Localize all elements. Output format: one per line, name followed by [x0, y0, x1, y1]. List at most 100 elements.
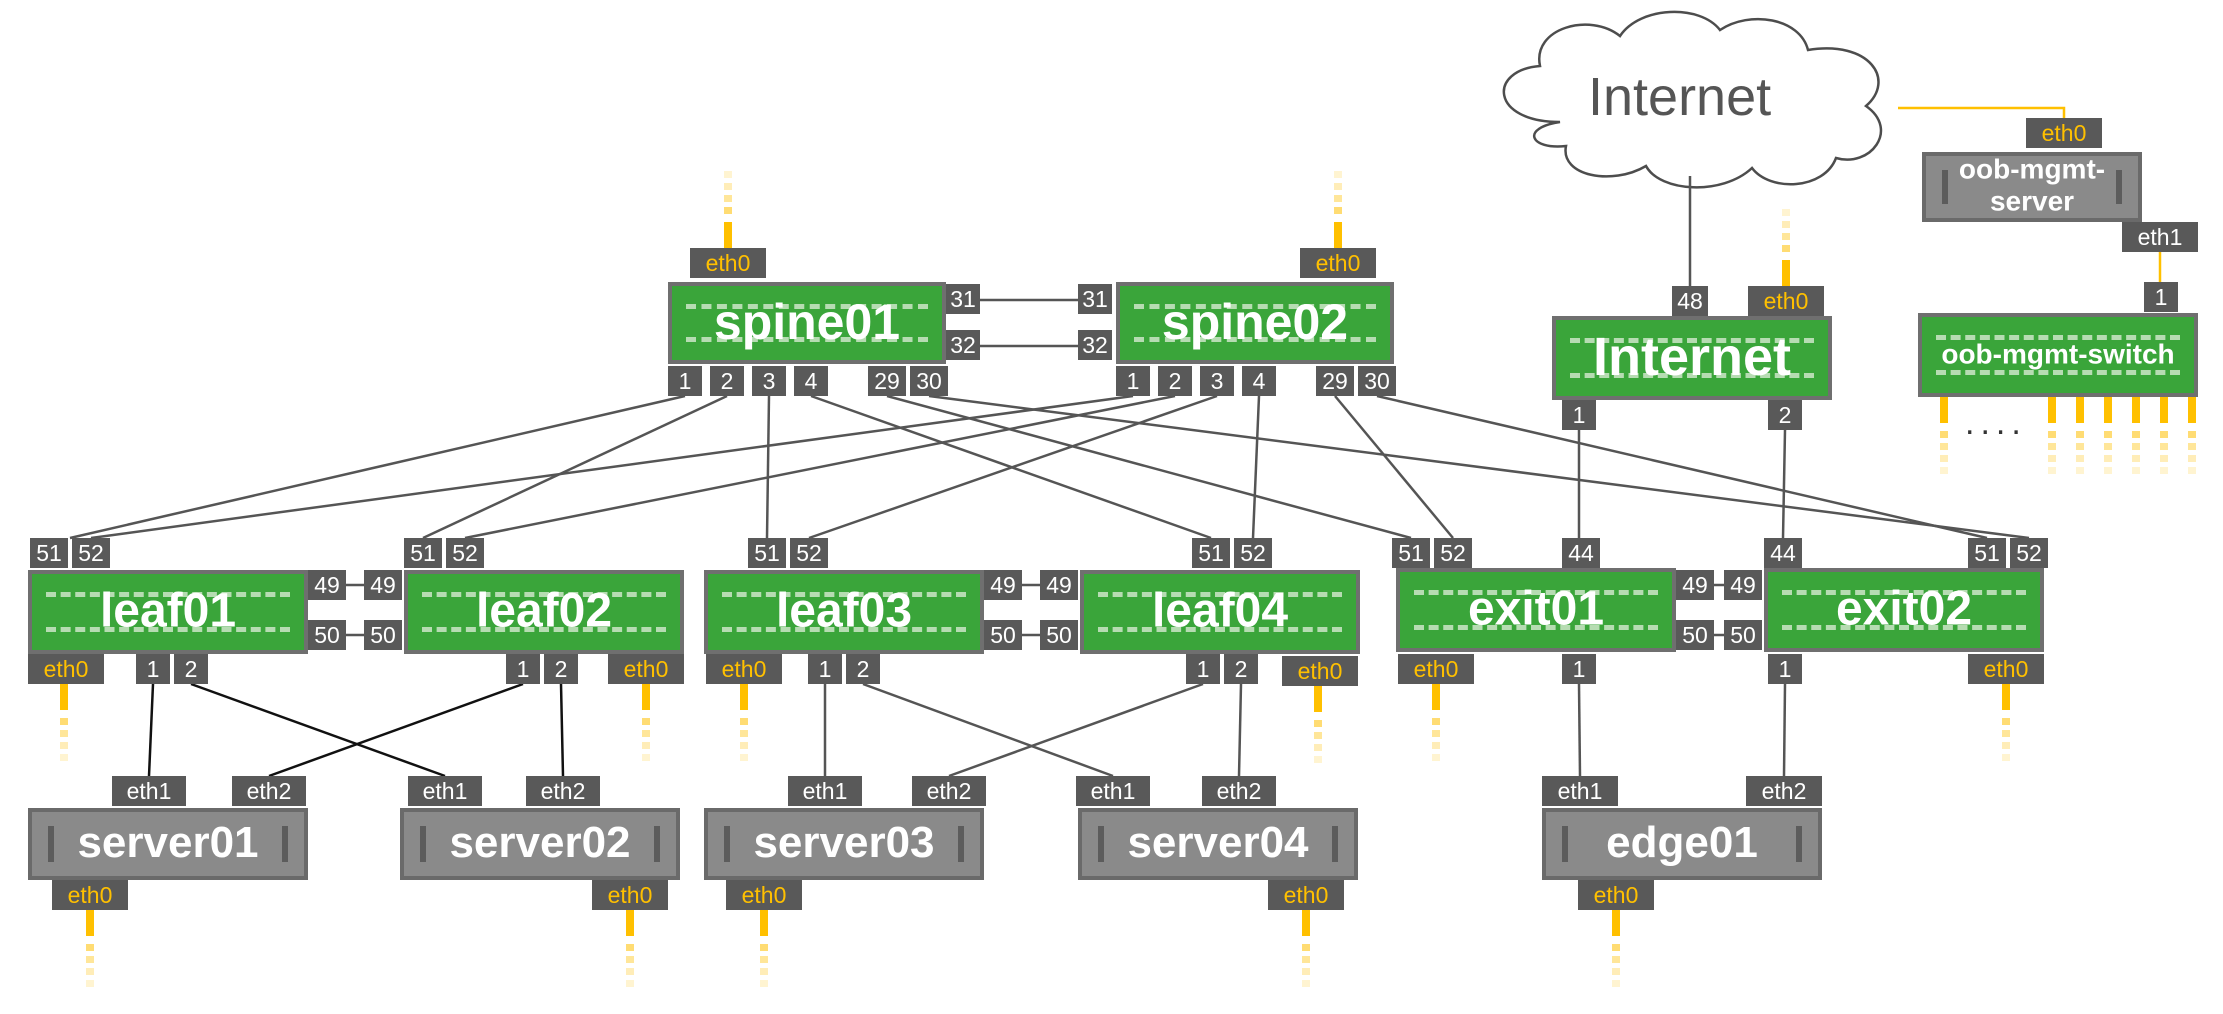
server04-label: server04: [1127, 818, 1309, 867]
internet-label: Internet: [1592, 326, 1792, 387]
link-line: [808, 394, 1218, 540]
server01-port-eth0: eth0: [52, 880, 128, 910]
eth0-mgmt-stub: [2160, 397, 2168, 474]
spine02-port-3: 3: [1200, 366, 1234, 396]
server-rail-decoration: [1942, 170, 1948, 204]
switch-dash-decoration: [1414, 590, 1658, 595]
server04-port-eth1: eth1: [1076, 776, 1150, 806]
internet-cloud: [1502, 10, 1883, 189]
server03-port-eth1: eth1: [788, 776, 862, 806]
spine01-port-30: 30: [910, 366, 948, 396]
exit01-port-eth0: eth0: [1398, 654, 1474, 684]
leaf04-port-49: 49: [1040, 570, 1078, 600]
leaf01-port-eth0: eth0: [28, 654, 104, 684]
switch-dash-decoration: [1782, 625, 2026, 630]
eth0-mgmt-stub: [760, 910, 768, 987]
server02-port-eth2: eth2: [526, 776, 600, 806]
link-line: [190, 682, 446, 778]
server01-port-eth1: eth1: [112, 776, 186, 806]
spine02-port-30: 30: [1358, 366, 1396, 396]
leaf02-port-1: 1: [506, 654, 540, 684]
link-line: [422, 394, 728, 540]
oob-mgmt-server-node: oob-mgmt-server: [1922, 152, 2142, 222]
switch-dash-decoration: [1936, 370, 2180, 375]
link-line: [1577, 683, 1582, 777]
spine02-port-4: 4: [1242, 366, 1276, 396]
server03-port-eth2: eth2: [912, 776, 986, 806]
internet-port-48: 48: [1672, 286, 1708, 316]
leaf04-port-eth0: eth0: [1282, 656, 1358, 686]
exit01-port-51: 51: [1392, 538, 1430, 568]
leaf04-port-50: 50: [1040, 620, 1078, 650]
eth0-mgmt-stub: [2076, 397, 2084, 474]
leaf01-port-52: 52: [72, 538, 110, 568]
switch-dash-decoration: [722, 627, 966, 632]
spine01-port-31: 31: [946, 284, 980, 314]
server-rail-decoration: [654, 826, 660, 862]
leaf03-port-51: 51: [748, 538, 786, 568]
eth0-mgmt-stub: [626, 910, 634, 987]
switch-dash-decoration: [1782, 590, 2026, 595]
leaf01-label: leaf01: [99, 584, 237, 638]
eth0-mgmt-stub: [86, 910, 94, 987]
eth0-mgmt-stub: [2132, 397, 2140, 474]
eth0-mgmt-stub: [1940, 397, 1948, 474]
link-line: [268, 682, 524, 778]
server03-label: server03: [753, 818, 935, 867]
switch-dash-decoration: [46, 592, 290, 597]
link-line: [862, 682, 1114, 778]
server-rail-decoration: [282, 826, 288, 862]
eth0-mgmt-stub: [60, 684, 68, 761]
switch-dash-decoration: [686, 304, 928, 309]
server-rail-decoration: [1796, 826, 1802, 862]
leaf02-port-eth0: eth0: [608, 654, 684, 684]
leaf01-port-1: 1: [136, 654, 170, 684]
leaf02-port-2: 2: [544, 654, 578, 684]
spine01-label: spine01: [713, 293, 901, 350]
spine02-port-32: 32: [1078, 330, 1112, 360]
eth0-mgmt-stub: [2104, 397, 2112, 474]
spine02-port-2: 2: [1158, 366, 1192, 396]
exit01-node: exit01: [1396, 568, 1676, 652]
exit01-port-44: 44: [1562, 538, 1600, 568]
server-rail-decoration: [1332, 826, 1338, 862]
switch-dash-decoration: [1098, 592, 1342, 597]
leaf02-port-49: 49: [364, 570, 402, 600]
oob-mgmt-server-label: oob-mgmt-server: [1958, 153, 2106, 217]
leaf02-port-50: 50: [364, 620, 402, 650]
server-rail-decoration: [724, 826, 730, 862]
oob-link-line: [1898, 106, 2066, 118]
leaf02-port-51: 51: [404, 538, 442, 568]
spine01-port-eth0: eth0: [690, 248, 766, 278]
exit02-node: exit02: [1764, 568, 2044, 652]
server-rail-decoration: [1562, 826, 1568, 862]
exit02-port-52: 52: [2010, 538, 2048, 568]
internet-cloud-label: Internet: [1588, 67, 1772, 127]
link-lines: [69, 176, 2030, 778]
leaf02-port-52: 52: [446, 538, 484, 568]
eth0-mgmt-stub: [740, 684, 748, 761]
spine01-port-3: 3: [752, 366, 786, 396]
leaf03-node: leaf03: [704, 570, 984, 654]
switch-dash-decoration: [722, 592, 966, 597]
switch-dash-decoration: [422, 592, 666, 597]
server04-node: server04: [1078, 808, 1358, 880]
server03-node: server03: [704, 808, 984, 880]
link-line: [1251, 395, 1261, 539]
link-line: [464, 394, 1176, 540]
internet-port-1: 1: [1562, 400, 1596, 430]
leaf04-node: leaf04: [1080, 570, 1360, 654]
leaf04-port-51: 51: [1192, 538, 1230, 568]
eth0-mgmt-stub: [642, 684, 650, 761]
link-line: [948, 682, 1204, 778]
spine02-port-29: 29: [1316, 366, 1354, 396]
edge01-port-eth1: eth1: [1542, 776, 1618, 806]
exit01-port-1: 1: [1562, 654, 1596, 684]
edge01-label: edge01: [1606, 818, 1758, 867]
server-rail-decoration: [1098, 826, 1104, 862]
more-ports-ellipsis: ....: [1965, 404, 2027, 442]
leaf01-port-2: 2: [174, 654, 208, 684]
spine02-label: spine02: [1161, 293, 1349, 350]
leaf01-port-50: 50: [308, 620, 346, 650]
